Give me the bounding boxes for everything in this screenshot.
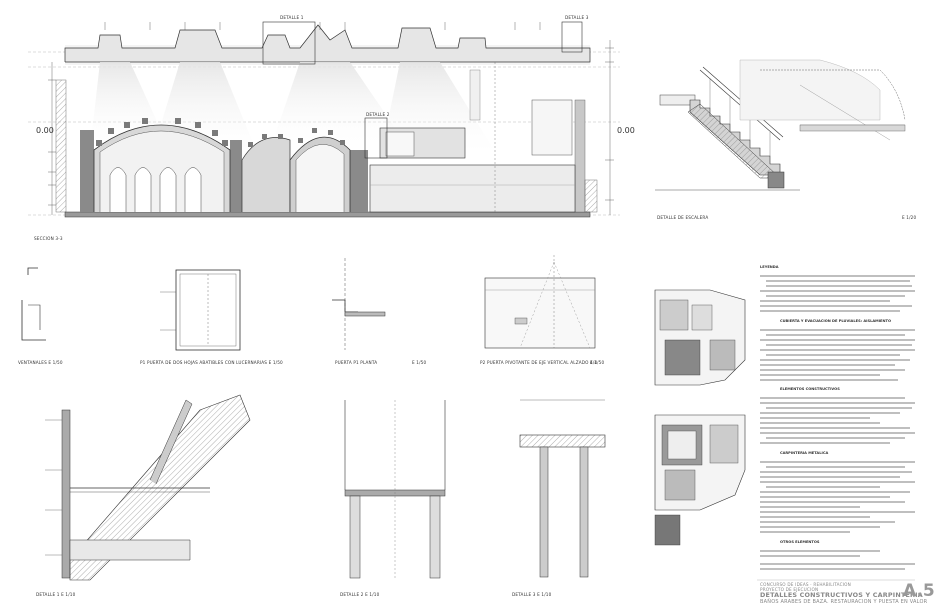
legend-title: LEYENDA (760, 265, 779, 269)
title-block: CONCURSO DE IDEAS · REHABILITACION PROYE… (757, 579, 935, 605)
level-mark-right: 0.00 (617, 126, 635, 135)
detail-3-drawing (519, 399, 606, 578)
legend-subtitle-3: CARPINTERIA METALICA (780, 451, 828, 455)
callout-detail-2: DETALLE 2 (366, 112, 390, 117)
stair-scale: E 1/20 (902, 215, 916, 220)
label-puerta-pivotante-scale: E 1/50 (590, 360, 604, 365)
label-puerta-planta: PUERTA P1 PLANTA (335, 360, 377, 365)
title-line-3: DETALLES CONSTRUCTIVOS Y CARPINTERIA (760, 591, 923, 599)
detail-1-drawing (45, 394, 251, 581)
legend-subtitle-2: ELEMENTOS CONSTRUCTIVOS (780, 387, 840, 391)
legend-subtitle-4: OTROS ELEMENTOS (780, 540, 820, 544)
label-detalle-3: DETALLE 3 E 1/10 (512, 592, 552, 597)
key-plan-lower (654, 414, 746, 546)
legend: LEYENDA CUBIERTA Y EVACUACION DE PLUVIAL… (760, 265, 915, 570)
legend-subtitle-1: CUBIERTA Y EVACUACION DE PLUVIALES: AISL… (780, 319, 891, 323)
label-detalle-1: DETALLE 1 E 1/10 (36, 592, 76, 597)
sheet-number: A.5 (903, 581, 935, 601)
label-ventanales: VENTANALES E 1/50 (18, 360, 63, 365)
title-line-1: CONCURSO DE IDEAS · REHABILITACION (760, 582, 851, 587)
stair-title: DETALLE DE ESCALERA (657, 215, 708, 220)
detail-2-drawing (344, 400, 446, 579)
callout-detail-1: DETALLE 1 (280, 15, 304, 20)
section-drawing (28, 21, 620, 218)
callout-detail-3: DETALLE 3 (565, 15, 589, 20)
small-details-drawings (21, 255, 596, 351)
stair-drawing (655, 59, 906, 191)
title-line-2: PROYECTO DE EJECUCION (760, 587, 818, 592)
level-mark-left: 0.00 (36, 126, 54, 135)
label-puerta-pivotante: P2 PUERTA PIVOTANTE DE EJE VERTICAL ALZA… (480, 360, 597, 365)
label-puerta-planta-scale: E 1/50 (412, 360, 426, 365)
label-detalle-2: DETALLE 2 E 1/10 (340, 592, 380, 597)
key-plan-upper (654, 289, 746, 386)
label-puerta-doble: P1 PUERTA DE DOS HOJAS ABATIBLES CON LUC… (140, 360, 283, 365)
section-title: SECCION 3-3 (34, 236, 63, 241)
title-line-4: BAÑOS ARABES DE BAZA. RESTAURACION Y PUE… (760, 598, 928, 605)
